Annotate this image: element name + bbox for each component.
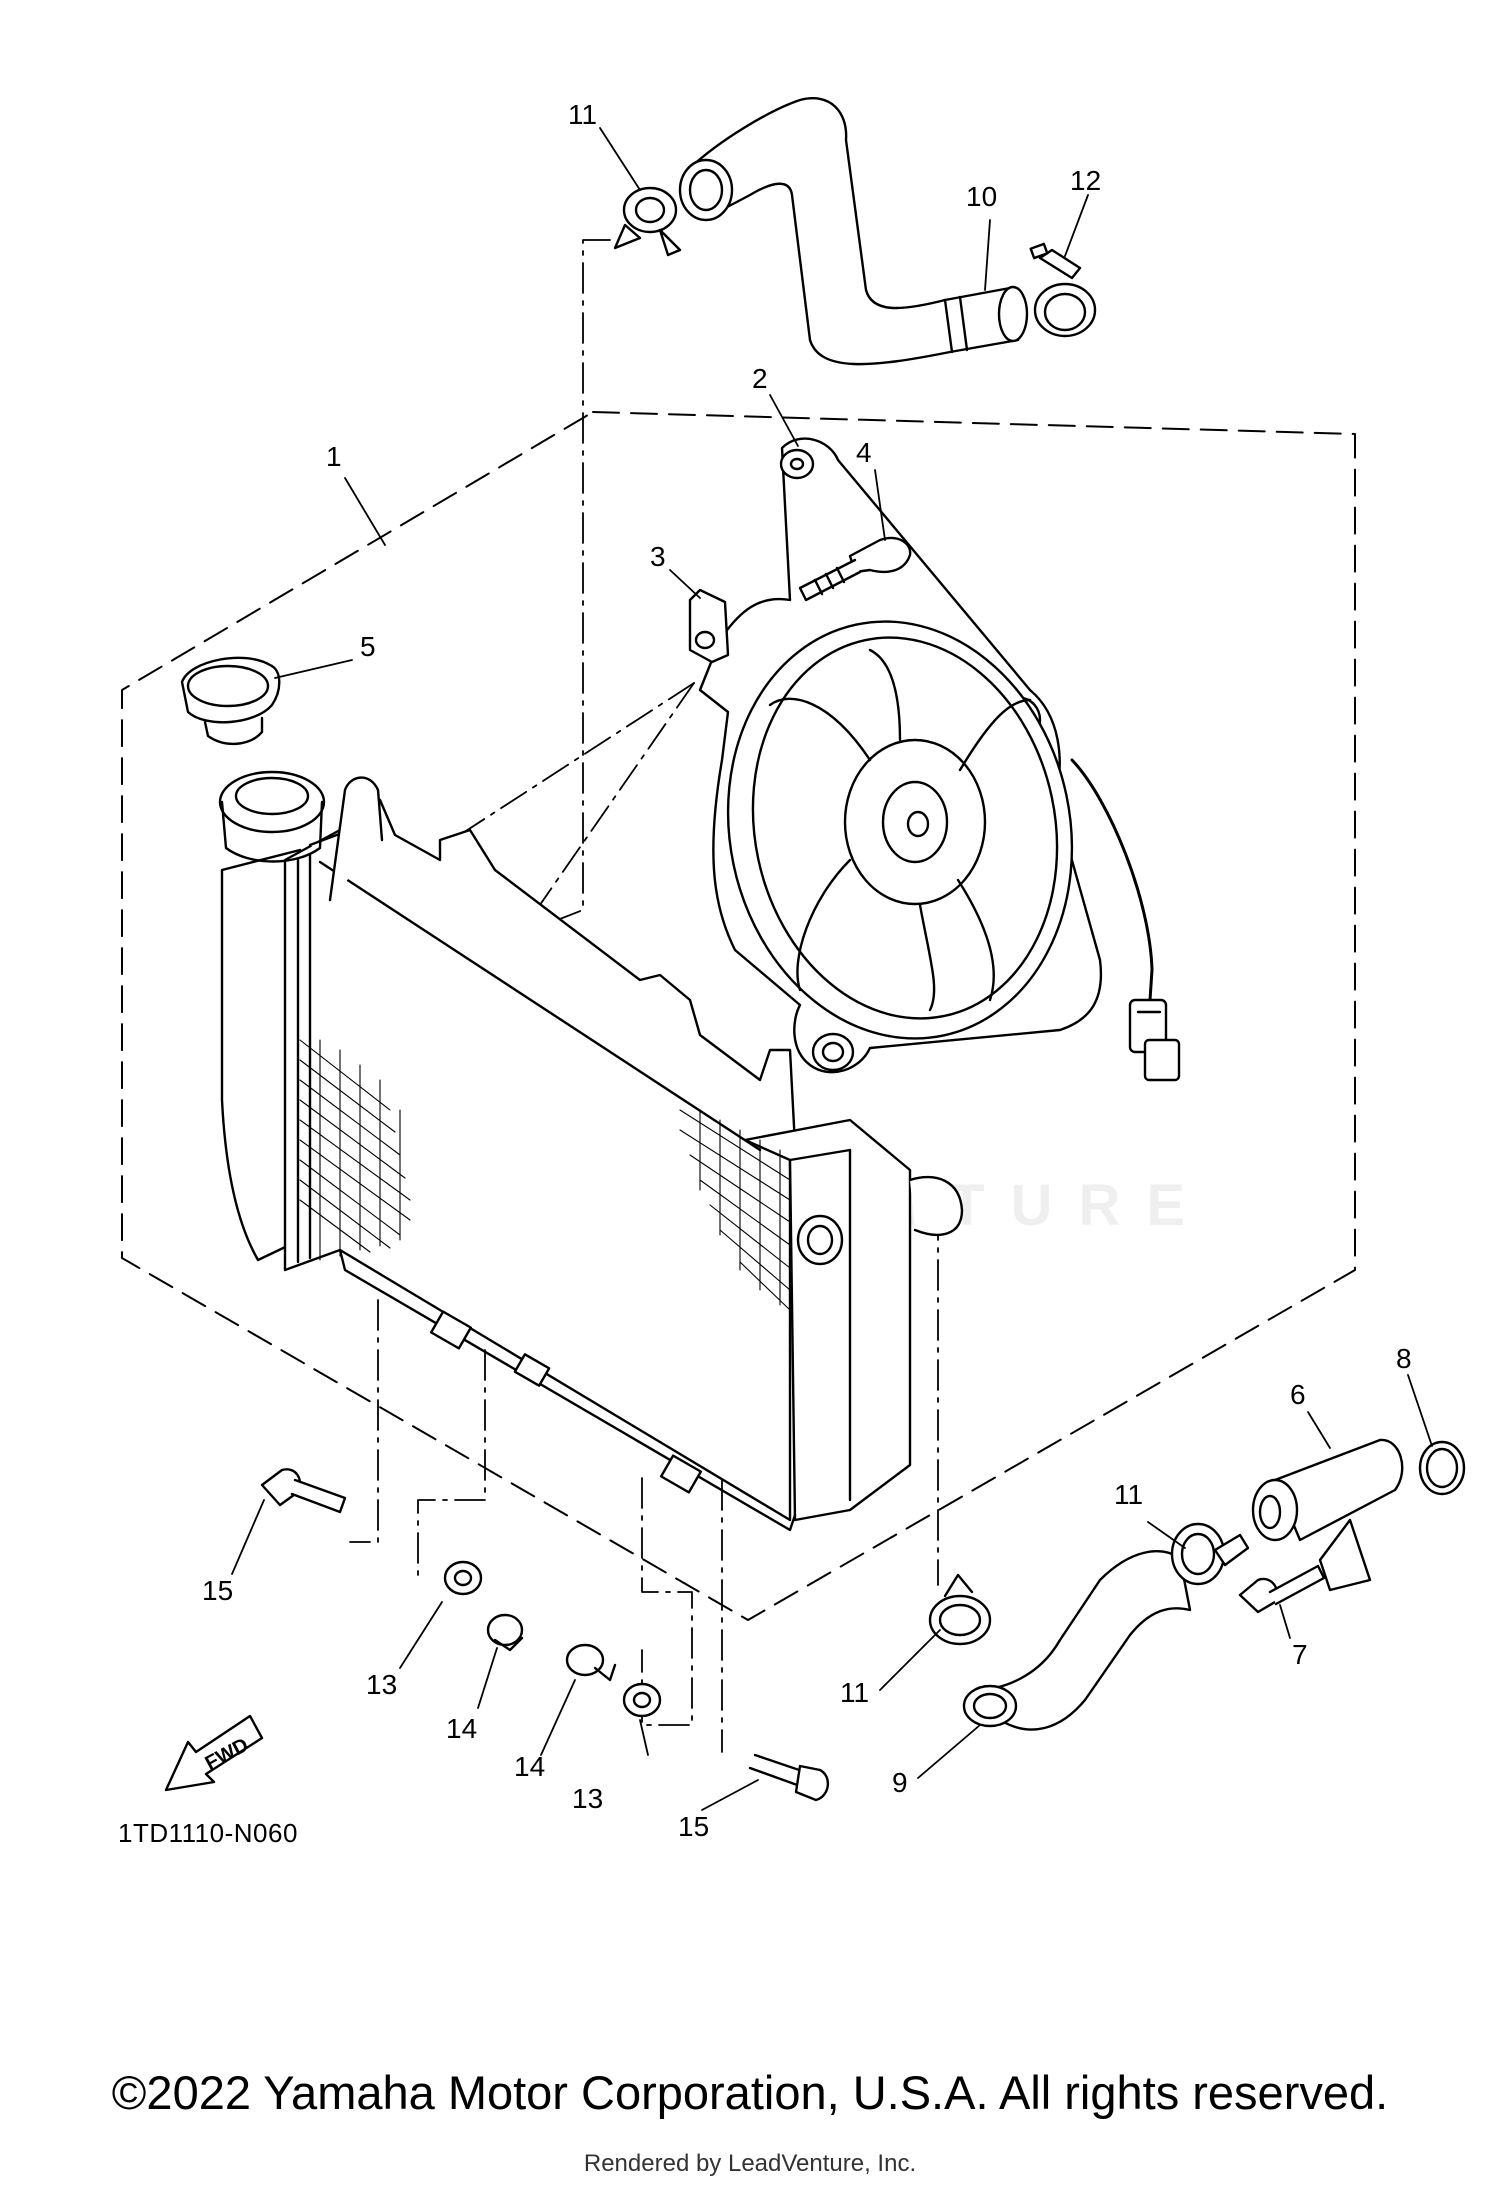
callout-3: 3 xyxy=(650,541,666,572)
callout-8: 8 xyxy=(1396,1343,1412,1374)
callout-12: 12 xyxy=(1070,165,1101,196)
lower-radiator-hose xyxy=(962,1550,1192,1731)
callout-11-mid: 11 xyxy=(1114,1479,1143,1510)
callout-1: 1 xyxy=(326,441,342,472)
fwd-arrow-icon: FWD xyxy=(164,1714,264,1792)
callout-2: 2 xyxy=(752,363,768,394)
collar-b xyxy=(565,1643,617,1682)
callout-6: 6 xyxy=(1290,1379,1306,1410)
callout-14-left: 14 xyxy=(446,1713,477,1744)
callout-15-right: 15 xyxy=(678,1811,709,1842)
mount-bolt-right xyxy=(748,1753,829,1802)
callout-13-left: 13 xyxy=(366,1669,397,1700)
thermostat-housing xyxy=(1251,1438,1404,1592)
callout-5: 5 xyxy=(360,631,376,662)
hose-clamp-12 xyxy=(1029,242,1097,338)
radiator-core xyxy=(218,770,964,1532)
hose-clamp-mid xyxy=(1170,1522,1250,1586)
callout-4: 4 xyxy=(856,437,872,468)
fan-assembly xyxy=(698,437,1181,1082)
upper-radiator-hose xyxy=(678,97,1029,366)
hose-clamp-top xyxy=(613,186,682,257)
callout-11-lower: 11 xyxy=(840,1677,869,1708)
radiator-cap xyxy=(180,656,281,746)
collar-a xyxy=(486,1613,524,1652)
callout-leaders xyxy=(231,127,1433,1811)
radiator-assembly-outline xyxy=(121,411,1356,1621)
callout-10: 10 xyxy=(966,181,997,212)
grommet-b xyxy=(622,1682,662,1718)
callout-7: 7 xyxy=(1292,1639,1308,1670)
callout-15-left: 15 xyxy=(202,1575,233,1606)
copyright-notice: ©2022 Yamaha Motor Corporation, U.S.A. A… xyxy=(111,2066,1389,2119)
rendered-by-credit: Rendered by LeadVenture, Inc. xyxy=(583,2150,917,2177)
grommet-a xyxy=(443,1560,483,1596)
mount-bolt-left xyxy=(260,1468,347,1514)
callout-13-right: 13 xyxy=(572,1783,603,1814)
diagram-reference-code: 1TD1110-N060 xyxy=(118,1818,298,1848)
thermostat-bolt xyxy=(1238,1564,1326,1614)
callout-14-right: 14 xyxy=(514,1751,545,1782)
hose-clamp-lower xyxy=(928,1573,992,1646)
o-ring xyxy=(1418,1440,1466,1496)
fan-bolt xyxy=(798,536,912,602)
callout-9: 9 xyxy=(892,1767,908,1798)
fan-bracket xyxy=(688,588,730,664)
callout-11-top: 11 xyxy=(568,99,597,130)
